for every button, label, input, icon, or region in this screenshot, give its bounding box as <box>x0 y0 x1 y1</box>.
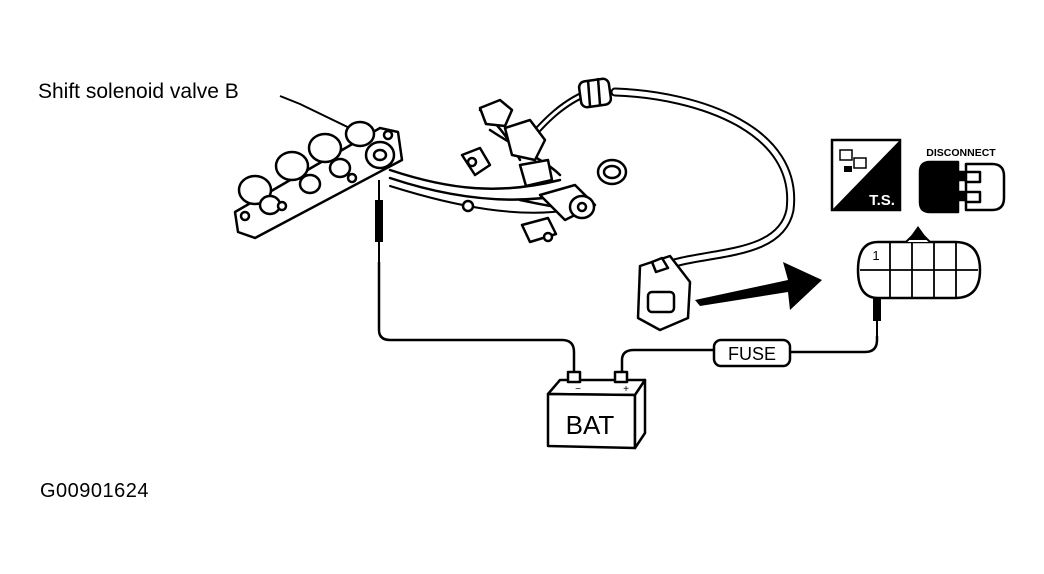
arrow-up-icon <box>908 226 928 240</box>
ts-connector-icon <box>830 138 902 212</box>
harness-components <box>460 77 692 332</box>
probe-left <box>375 180 383 262</box>
wire-harness <box>388 86 796 273</box>
fuse-label: FUSE <box>728 344 776 364</box>
battery <box>546 370 647 450</box>
fuse: FUSE <box>712 338 792 368</box>
solenoid-valve-body <box>233 120 404 240</box>
arrow-right-icon <box>695 262 822 310</box>
disconnected-connector-icon <box>918 160 1006 214</box>
ts-badge-label: T.S. <box>869 192 895 209</box>
circuit-wiring <box>377 262 879 378</box>
battery-negative: − <box>575 384 581 395</box>
figure-id: G00901624 <box>40 480 150 502</box>
battery-label: BAT <box>566 410 615 440</box>
terminal-number: 1 <box>872 248 879 263</box>
disconnect-label: DISCONNECT <box>926 147 996 159</box>
leader-line <box>279 95 363 135</box>
battery-positive: + <box>623 384 629 395</box>
connector-face <box>856 228 982 300</box>
component-label: Shift solenoid valve B <box>38 80 239 103</box>
